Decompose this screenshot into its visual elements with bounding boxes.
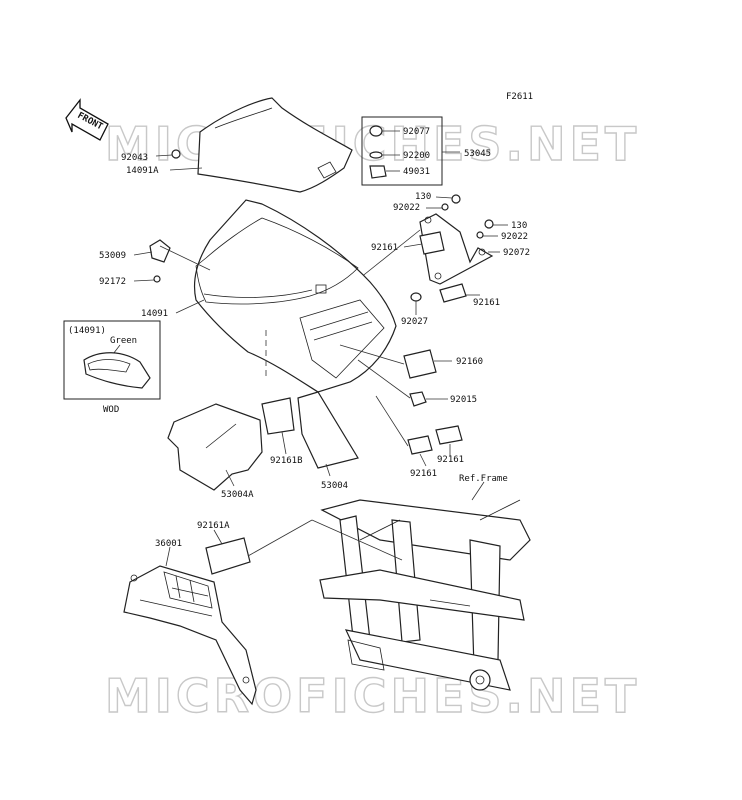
mat-53004A <box>167 403 263 491</box>
bracket-92072 <box>419 213 494 285</box>
frame-reference <box>319 499 531 691</box>
ref-frame-label: Ref.Frame <box>459 474 508 484</box>
bolt-130-b <box>484 219 494 229</box>
label-36001: 36001 <box>155 539 182 549</box>
label-92161B: 92161B <box>270 456 303 466</box>
side-cover-36001 <box>123 565 257 706</box>
label-92077: 92077 <box>403 127 430 137</box>
label-92161-d: 92161 <box>437 455 464 465</box>
label-92022-a: 92022 <box>393 203 420 213</box>
inset-color: Green <box>110 336 137 346</box>
screw-92172 <box>153 275 161 283</box>
label-53004: 53004 <box>321 481 348 491</box>
label-92160: 92160 <box>456 357 483 367</box>
label-130-a: 130 <box>415 192 431 202</box>
label-92015: 92015 <box>450 395 477 405</box>
grommet-92027 <box>410 292 422 302</box>
label-92200: 92200 <box>403 151 430 161</box>
inset-caption: WOD <box>103 405 119 415</box>
label-130-b: 130 <box>511 221 527 231</box>
bolt-92043 <box>171 149 181 159</box>
pad-92160 <box>403 349 437 379</box>
front-cowl-14091 <box>193 199 397 393</box>
pad-92161B <box>261 397 295 435</box>
bolt-130-a <box>451 194 461 204</box>
nut-92015 <box>409 391 427 407</box>
nut-49031 <box>369 165 387 179</box>
upper-cowl-14091A <box>197 97 353 193</box>
front-arrow-icon: FRONT <box>65 98 109 141</box>
figure-code: F2611 <box>506 92 533 102</box>
inset-cowl <box>83 352 151 389</box>
washer-92022-b <box>476 231 484 239</box>
pad-92161-a <box>419 231 445 255</box>
pad-92161A <box>205 537 251 575</box>
label-53009: 53009 <box>99 251 126 261</box>
label-92022-b: 92022 <box>501 232 528 242</box>
kit-box-53045 <box>361 116 443 186</box>
label-53045: 53045 <box>464 149 491 159</box>
label-92043: 92043 <box>121 153 148 163</box>
washer-92200 <box>369 151 383 159</box>
label-14091: 14091 <box>141 309 168 319</box>
label-92161-c: 92161 <box>410 469 437 479</box>
label-14091A: 14091A <box>126 166 159 176</box>
clip-53009 <box>149 239 171 263</box>
mat-53004 <box>297 391 359 469</box>
label-92027: 92027 <box>401 317 428 327</box>
watermark-top: MICROFICHES.NET <box>105 117 640 171</box>
label-92172: 92172 <box>99 277 126 287</box>
label-49031: 49031 <box>403 167 430 177</box>
inset-box <box>63 320 161 400</box>
pad-92161-d <box>435 425 463 445</box>
label-92161-a: 92161 <box>371 243 398 253</box>
watermark-bottom: MICROFICHES.NET <box>105 669 640 723</box>
inset-ref: (14091) <box>68 326 106 336</box>
label-92161-b: 92161 <box>473 298 500 308</box>
label-92161A: 92161A <box>197 521 230 531</box>
grommet-92077 <box>369 125 383 137</box>
pad-92161-c <box>407 435 433 455</box>
label-92072: 92072 <box>503 248 530 258</box>
pad-92161-b <box>439 283 467 303</box>
label-53004A: 53004A <box>221 490 254 500</box>
washer-92022-a <box>441 203 449 211</box>
